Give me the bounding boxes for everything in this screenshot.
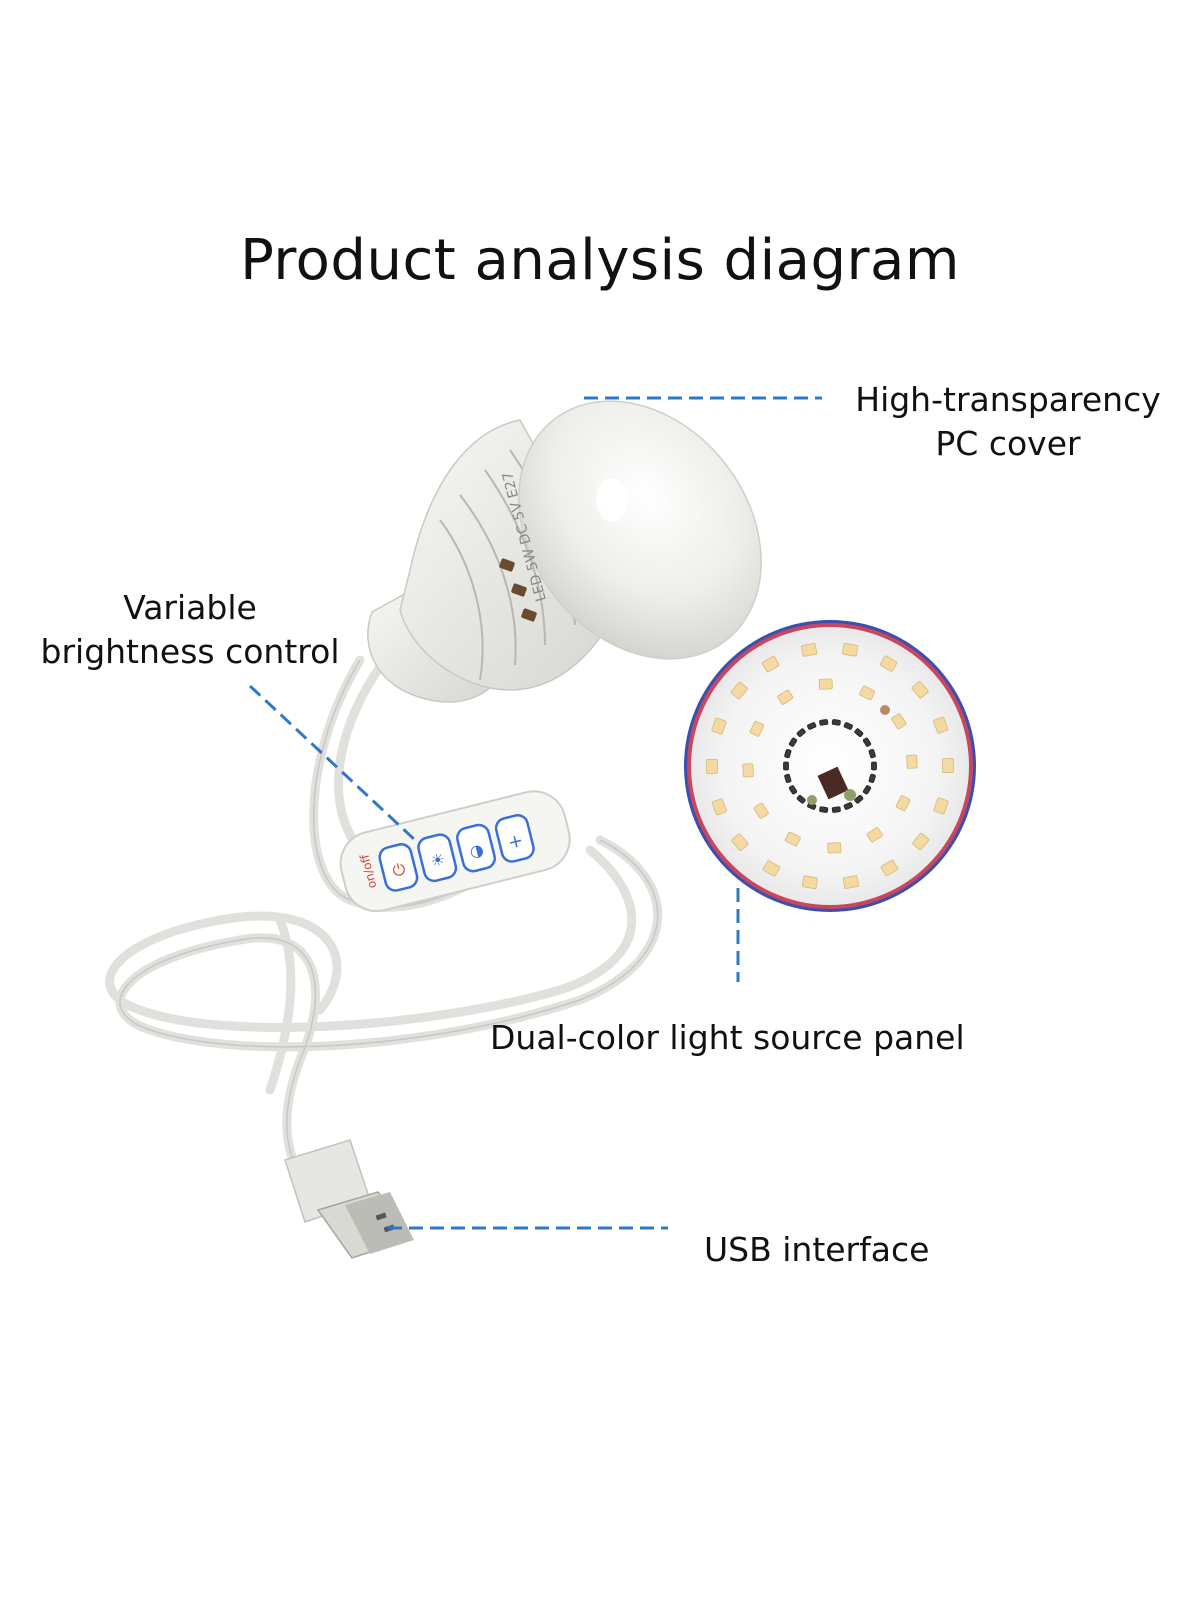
warm-led-chip	[933, 716, 949, 734]
dark-led-chip	[819, 719, 829, 726]
warm-led-chip	[912, 832, 930, 851]
dark-led-chip	[854, 795, 864, 804]
dark-led-chip	[831, 806, 841, 813]
warm-led-chip	[742, 763, 754, 778]
dark-led-chip	[819, 806, 829, 813]
leader-lines	[248, 396, 822, 1230]
warm-led-chip	[827, 842, 842, 854]
warm-led-chip	[730, 681, 748, 700]
warm-led-chip	[711, 717, 727, 735]
label-brightness-line1: Variable	[123, 588, 257, 627]
warm-led-chip	[753, 802, 769, 819]
power-button[interactable]: ⏻	[378, 842, 420, 892]
warm-led-chip	[761, 655, 780, 673]
half-circle-icon: ◑	[468, 840, 486, 862]
warm-led-chip	[801, 875, 818, 890]
warm-led-chip	[942, 758, 954, 774]
dark-led-chip	[868, 773, 876, 783]
warm-led-chip	[777, 689, 794, 705]
dark-led-chip	[783, 761, 789, 771]
warm-led-chip	[711, 798, 727, 816]
dark-led-chip	[784, 773, 792, 783]
label-cover: High-transparency PC cover	[838, 378, 1178, 466]
label-cover-line2: PC cover	[935, 424, 1081, 463]
plus-icon: +	[506, 830, 526, 854]
dark-led-chip	[788, 785, 798, 795]
warm-led-chip	[842, 875, 859, 889]
plus-button[interactable]: +	[494, 813, 536, 863]
warm-led-chip	[801, 643, 818, 657]
label-panel: Dual-color light source panel	[490, 1018, 965, 1057]
dark-led-chip	[796, 795, 806, 804]
warm-led-chip	[895, 795, 911, 812]
brightness-button[interactable]: ☀	[416, 833, 458, 883]
label-brightness-line2: brightness control	[40, 632, 340, 671]
dark-led-chip	[788, 737, 798, 747]
power-icon: ⏻	[391, 859, 408, 881]
dark-led-chip	[862, 737, 872, 747]
label-usb: USB interface	[704, 1230, 930, 1269]
led-bulb: LED 5W DC 5V E27	[367, 400, 762, 703]
warm-led-chip	[731, 833, 749, 851]
color-button[interactable]: ◑	[455, 823, 497, 873]
dark-led-chip	[862, 785, 872, 795]
warm-led-chip	[818, 678, 833, 690]
warm-led-chip	[706, 758, 718, 774]
warm-led-chip	[784, 831, 801, 847]
dark-led-chip	[868, 749, 876, 759]
warm-led-chip	[866, 827, 883, 843]
warm-led-chip	[879, 655, 898, 672]
warm-led-ring	[706, 642, 954, 890]
light-source-panel	[684, 620, 976, 912]
brightness-switch: on/off ⏻ ☀ ◑ +	[339, 790, 571, 913]
warm-led-chip	[842, 642, 859, 657]
warm-led-chip	[880, 859, 899, 877]
dark-led-chip	[854, 728, 864, 737]
leader-brightness	[248, 684, 417, 842]
usb-cable	[105, 655, 663, 1180]
warm-led-chip	[749, 720, 765, 737]
sun-icon: ☀	[429, 849, 448, 871]
label-brightness: Variable brightness control	[20, 586, 360, 674]
dark-led-chip	[831, 719, 841, 726]
dark-led-ring	[783, 719, 877, 813]
warm-led-chip	[911, 681, 929, 699]
page-title: Product analysis diagram	[240, 228, 960, 293]
dark-led-chip	[871, 761, 877, 771]
warm-led-chip	[933, 797, 949, 815]
usb-plug	[284, 1139, 414, 1259]
dark-led-chip	[796, 728, 806, 737]
warm-led-chip	[891, 713, 907, 730]
dark-led-chip	[807, 722, 817, 730]
dark-led-chip	[843, 722, 853, 730]
warm-led-chip	[859, 685, 876, 701]
warm-led-chip	[906, 754, 918, 769]
warm-led-chip	[762, 860, 781, 877]
dark-led-chip	[843, 802, 853, 810]
dark-led-chip	[784, 749, 792, 759]
label-cover-line1: High-transparency	[855, 380, 1161, 419]
